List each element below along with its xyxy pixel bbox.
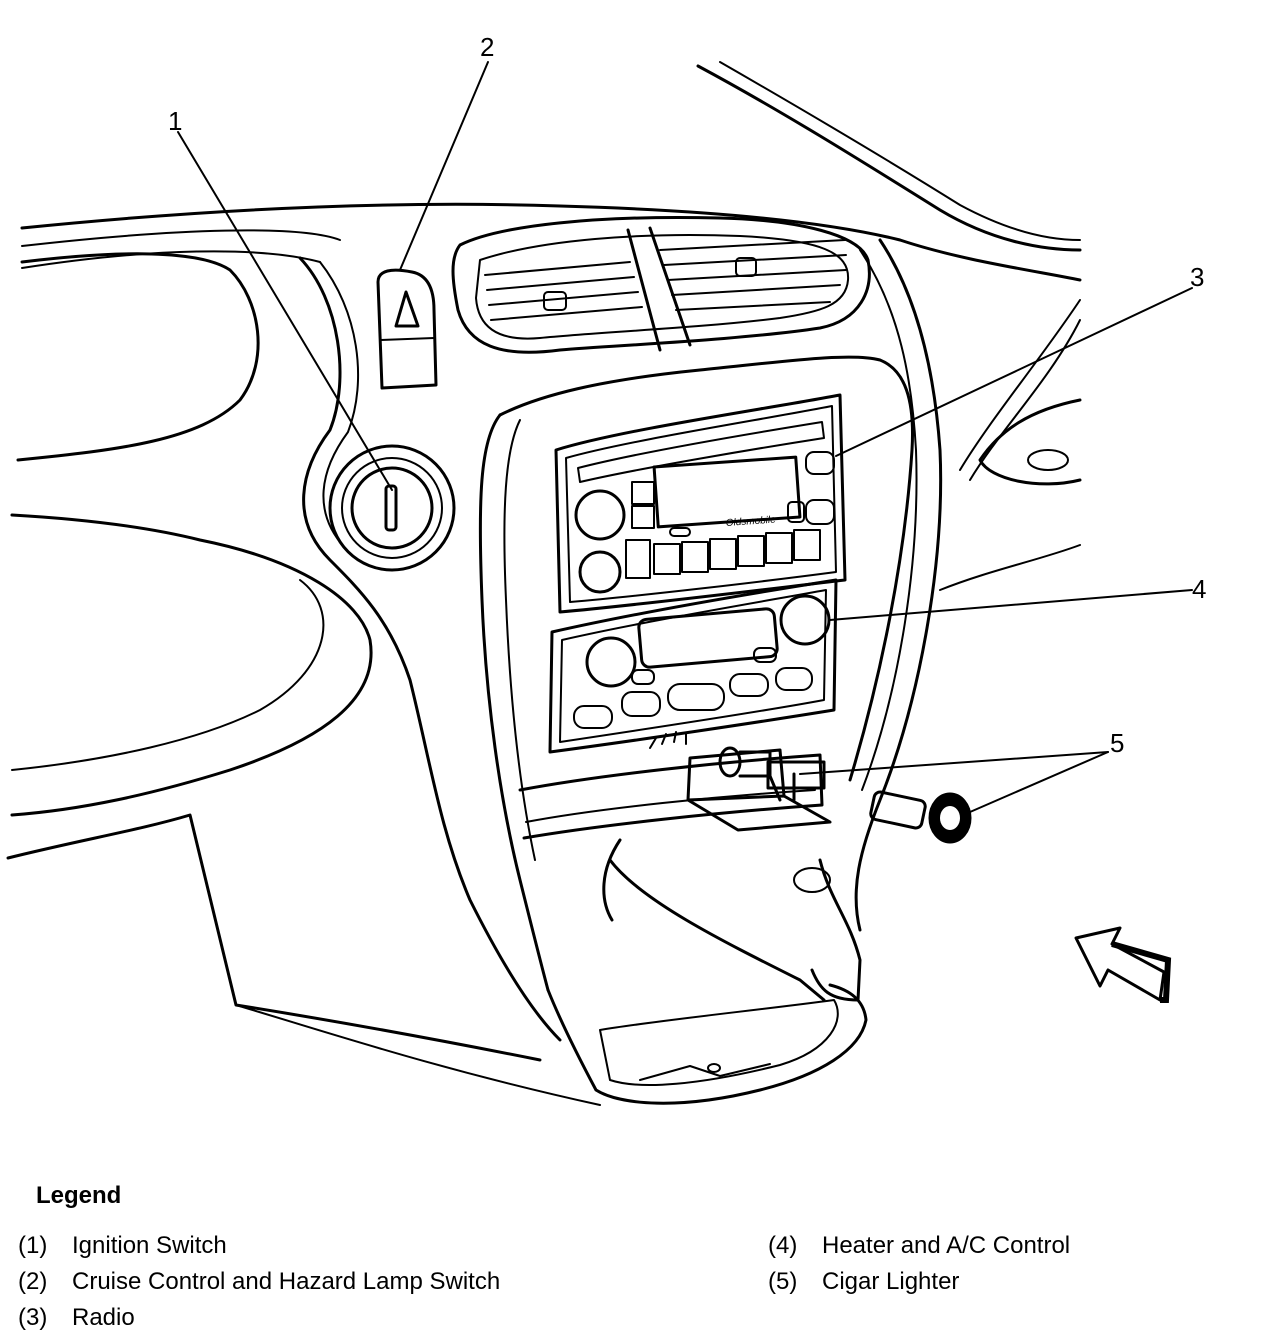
legend: Legend (1) Ignition Switch (2) Cruise Cont… — [0, 1170, 1280, 1344]
cluster-lower — [10, 513, 373, 817]
console-right-wall — [810, 858, 862, 1002]
legend-item-text: Cigar Lighter — [822, 1268, 960, 1295]
legend-item-text: Heater and A/C Control — [822, 1232, 1071, 1259]
legend-item-cigar-lighter: (5) Cigar Lighter — [768, 1268, 959, 1296]
cluster-hood — [16, 252, 260, 462]
legend-item-number: (4) — [768, 1232, 798, 1259]
vent-tab-left — [543, 291, 567, 311]
center-stack-panel-left — [478, 413, 550, 992]
key-slot-icon — [384, 484, 398, 532]
view-arrow-icon — [1074, 926, 1172, 1003]
center-stack-outer-inner — [319, 261, 360, 549]
legend-item-number: (2) — [18, 1268, 48, 1295]
legend-item-cruise-hazard-switch: (2) Cruise Control and Hazard Lamp Switch — [18, 1268, 500, 1296]
legend-item-number: (5) — [768, 1268, 798, 1295]
ignition-cylinder — [350, 466, 434, 550]
center-stack-right-inner — [859, 249, 918, 791]
lower-console-shelf — [518, 753, 824, 840]
legend-item-ignition-switch: (1) Ignition Switch — [18, 1232, 227, 1260]
radio-top-slot — [577, 421, 825, 483]
storage-tray — [546, 983, 868, 1105]
center-stack-outer — [298, 256, 562, 1042]
door-handle — [1027, 449, 1069, 471]
radio-buttons — [625, 451, 835, 579]
storage-tray-inner — [599, 999, 839, 1086]
lighter-illumination — [649, 731, 687, 749]
center-stack-right — [854, 238, 943, 932]
right-door-trim — [978, 398, 1082, 486]
leader-2 — [399, 61, 489, 271]
vent-louvers — [484, 239, 847, 321]
hazard-switch-body — [376, 268, 438, 390]
air-vent-outer — [451, 215, 871, 354]
leader-3 — [835, 287, 1193, 457]
left-dash-lower — [6, 813, 542, 1062]
radio-tune-knob — [578, 550, 622, 594]
cigar-lighter — [869, 790, 972, 844]
dash-top-edge — [20, 202, 1082, 282]
vent-tab-right — [735, 257, 757, 277]
legend-item-text: Radio — [72, 1304, 135, 1331]
hvac-faceplate-inner — [559, 589, 827, 743]
air-vent-inner — [475, 234, 850, 340]
hvac-display — [637, 607, 779, 669]
dash-top-edge-inner — [21, 229, 341, 247]
center-stack-panel-left-inner — [503, 419, 536, 861]
callout-4: 4 — [1192, 574, 1206, 604]
dashboard-diagram: Oldsmobile — [6, 32, 1206, 1106]
radio-brand-label: Oldsmobile — [725, 514, 776, 528]
dash-top-edge-inner2 — [21, 250, 321, 269]
console-pocket — [602, 838, 826, 1002]
hvac-buttons — [573, 647, 813, 729]
radio-faceplate-inner — [565, 405, 837, 603]
dashboard-drawing: Oldsmobile — [6, 32, 1206, 1106]
callout-5: 5 — [1110, 728, 1124, 758]
hazard-triangle-icon — [394, 290, 420, 328]
callout-3: 3 — [1190, 262, 1204, 292]
hvac-fan-knob — [779, 594, 831, 646]
windshield-edge-inner — [719, 61, 1081, 241]
console-bolt — [793, 867, 831, 893]
legend-item-text: Ignition Switch — [72, 1232, 227, 1259]
tray-screw — [707, 1063, 721, 1073]
radio-volume-knob — [574, 489, 626, 541]
lighter-socket — [718, 746, 826, 802]
hazard-switch-split — [379, 337, 435, 341]
ignition-bezel-inner — [341, 457, 443, 559]
leader-4 — [829, 589, 1193, 621]
windshield-edge — [696, 64, 1082, 252]
callout-1: 1 — [168, 106, 182, 136]
cluster-lower-inner — [11, 579, 325, 771]
right-trim-lines — [939, 299, 1081, 591]
radio-faceplate — [554, 393, 847, 614]
callout-2: 2 — [480, 32, 494, 62]
vent-divider — [626, 226, 692, 352]
legend-item-text: Cruise Control and Hazard Lamp Switch — [72, 1268, 501, 1295]
hvac-faceplate — [548, 578, 838, 754]
legend-item-heater-ac-control: (4) Heater and A/C Control — [768, 1232, 1070, 1260]
legend-item-number: (3) — [18, 1304, 48, 1331]
left-dash-lower2 — [235, 1004, 601, 1106]
leader-5b — [969, 751, 1109, 813]
radio-display — [652, 455, 802, 529]
legend-item-number: (1) — [18, 1232, 48, 1259]
leader-5a — [799, 751, 1109, 775]
hvac-temp-knob — [585, 636, 637, 688]
tray-detail — [639, 1063, 771, 1081]
ignition-bezel — [328, 444, 456, 572]
legend-title: Legend — [36, 1182, 122, 1209]
center-stack-panel — [498, 355, 914, 782]
leader-1 — [177, 131, 393, 491]
lighter-mount — [686, 748, 832, 832]
legend-item-radio: (3) Radio — [18, 1304, 135, 1332]
